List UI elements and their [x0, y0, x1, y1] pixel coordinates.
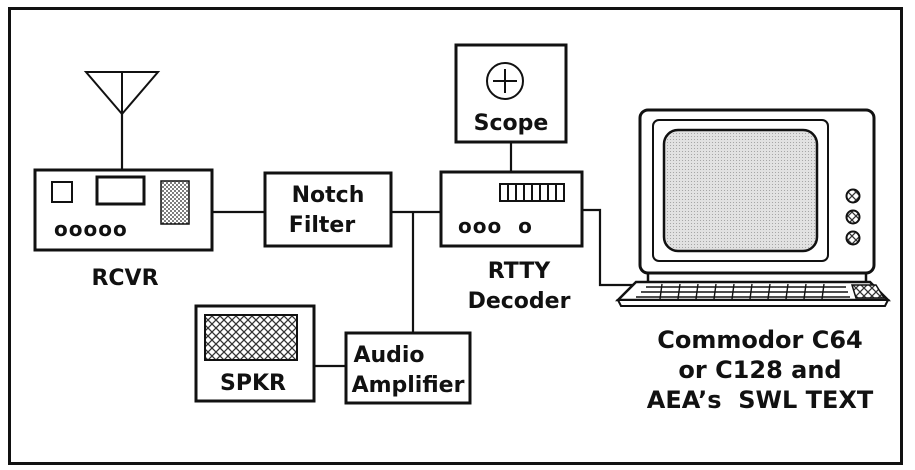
speaker-label: SPKR [220, 371, 286, 396]
notch-filter-label-line2: Filter [289, 213, 356, 238]
rcvr-meter [51, 181, 73, 203]
audio-amplifier-label-line1: Audio [353, 343, 424, 368]
wire-rtty-computer [582, 208, 636, 287]
audio-amplifier-label-line2: Amplifier [352, 373, 465, 398]
scope-block: Scope [454, 43, 568, 144]
rtty-decoder-label-line1: RTTY [488, 259, 551, 284]
rcvr-label: RCVR [91, 266, 158, 291]
speaker-block: SPKR [194, 304, 316, 403]
audio-amplifier-box [344, 331, 472, 405]
rcvr-speaker-grille [160, 180, 190, 225]
scope-label: Scope [474, 111, 549, 136]
rcvr-block: ooooo [33, 168, 214, 252]
computer-block [614, 108, 892, 307]
rtty-decoder-knobs: ooo o [458, 214, 533, 238]
scope-box [454, 43, 568, 144]
monitor-screen [662, 128, 819, 253]
monitor-knob-icon [845, 188, 861, 204]
notch-filter-label-line1: Notch [292, 183, 365, 208]
rtty-decoder-block: ooo o [439, 170, 584, 248]
rtty-decoder-label-line2: Decoder [468, 289, 571, 314]
rtty-display-icon [499, 183, 565, 202]
monitor-knob-icon [845, 209, 861, 225]
monitor-knob-icon [845, 230, 861, 246]
computer-label-line3: AEA’s SWL TEXT [647, 386, 874, 414]
audio-amplifier-block: Audio Amplifier [344, 331, 472, 405]
notch-filter-block: Notch Filter [263, 171, 393, 248]
rcvr-knobs: ooooo [54, 217, 128, 241]
scope-crosshair-icon [486, 62, 524, 100]
rcvr-display [95, 175, 146, 206]
notch-filter-box [263, 171, 393, 248]
keyboard-icon [614, 280, 892, 307]
connection-wires [120, 113, 636, 368]
computer-label-line1: Commodor C64 [657, 326, 862, 354]
antenna-icon [83, 71, 161, 116]
speaker-grille-icon [204, 314, 298, 361]
computer-label-line2: or C128 and [678, 356, 841, 384]
monitor-icon [638, 108, 876, 302]
